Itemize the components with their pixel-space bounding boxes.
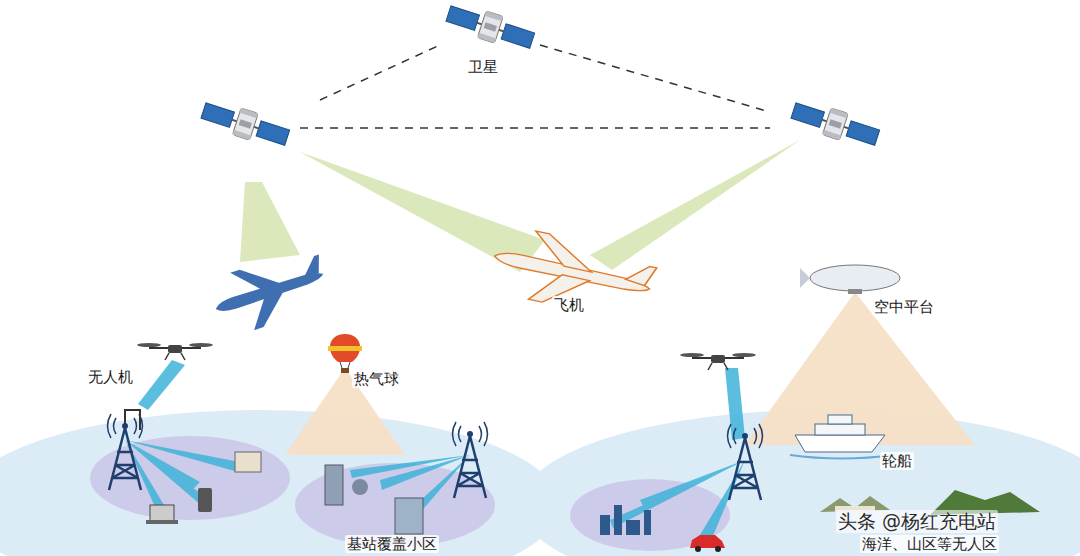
figure-label: 空中平台 <box>872 298 936 316</box>
city <box>600 505 651 535</box>
terminals <box>146 452 423 534</box>
figure-label: 轮船 <box>880 452 914 470</box>
satellite <box>789 97 881 151</box>
platform-beams <box>285 292 975 455</box>
airship <box>800 265 900 294</box>
satellite-beams <box>240 140 800 272</box>
airplane <box>487 224 659 324</box>
airplane <box>206 245 335 340</box>
figure-label: 热气球 <box>352 370 401 388</box>
drone <box>137 343 213 360</box>
satellite <box>444 0 536 54</box>
base-station <box>728 424 763 500</box>
figure-label: 飞机 <box>552 296 586 314</box>
antenna-mast <box>125 410 140 430</box>
base-station <box>108 414 143 490</box>
figure-label: 无人机 <box>86 368 135 386</box>
hot-air-balloon <box>328 334 362 373</box>
figure-label: 海洋、山区等无人区 <box>860 535 999 553</box>
car <box>690 535 725 552</box>
radio-beams <box>125 360 745 538</box>
figure-label: 卫星 <box>466 58 500 76</box>
watermark: 头条 @杨红充电站 <box>836 510 998 533</box>
base-station <box>453 422 488 498</box>
ship <box>790 415 895 459</box>
satellite <box>199 97 291 151</box>
drone <box>680 353 756 370</box>
figure-label: 基站覆盖小区 <box>345 535 439 553</box>
satellite-links <box>300 45 770 128</box>
